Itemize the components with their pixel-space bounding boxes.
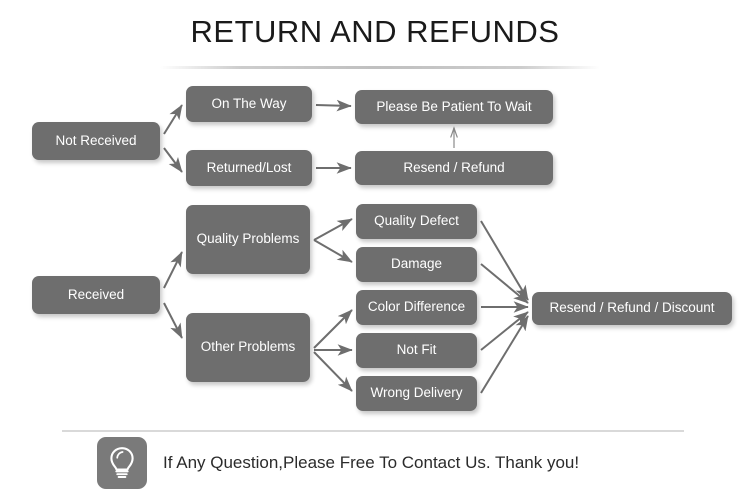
- edge-other-problems-to-color-difference: [313, 309, 353, 349]
- node-resend-refund[interactable]: Resend / Refund: [355, 151, 553, 185]
- edge-other-problems-to-wrong-delivery: [313, 351, 353, 392]
- edge-not-received-to-returned-lost: [163, 147, 183, 173]
- node-not-fit[interactable]: Not Fit: [356, 333, 477, 368]
- edge-quality-problems-to-quality-defect: [313, 218, 353, 241]
- edge-received-to-quality-problems: [163, 251, 183, 289]
- edge-damage-to-final: [480, 263, 529, 304]
- node-label: Please Be Patient To Wait: [376, 98, 532, 114]
- footer-message: If Any Question,Please Free To Contact U…: [163, 453, 580, 472]
- edge-quality-defect-to-final: [480, 220, 529, 301]
- edge-not-fit-to-final: [480, 311, 529, 351]
- node-label: Returned/Lost: [206, 159, 292, 175]
- footer-divider: [62, 430, 684, 432]
- node-label: Quality Problems: [196, 231, 300, 247]
- title-divider: [160, 66, 600, 69]
- node-label: Resend / Refund / Discount: [549, 300, 715, 316]
- node-resend-refund-discount[interactable]: Resend / Refund / Discount: [532, 292, 732, 325]
- lightbulb-icon: [97, 437, 147, 489]
- page-title: RETURN AND REFUNDS: [190, 14, 560, 49]
- edge-quality-problems-to-damage: [313, 239, 353, 263]
- edge-on-the-way-to-please-be-patient: [315, 99, 352, 112]
- node-quality-problems[interactable]: Quality Problems: [186, 205, 310, 274]
- node-label: Wrong Delivery: [370, 385, 463, 401]
- node-label: Received: [67, 286, 125, 302]
- node-wrong-delivery[interactable]: Wrong Delivery: [356, 376, 477, 411]
- node-color-difference[interactable]: Color Difference: [356, 290, 477, 325]
- edge-wrong-delivery-to-final: [480, 315, 529, 394]
- node-label: Not Fit: [396, 342, 437, 358]
- node-quality-defect[interactable]: Quality Defect: [356, 204, 477, 239]
- node-damage[interactable]: Damage: [356, 247, 477, 282]
- node-label: Resend / Refund: [403, 159, 505, 175]
- node-label: Not Received: [55, 132, 137, 148]
- edge-received-to-other-problems: [163, 302, 183, 339]
- edge-not-received-to-on-the-way: [163, 104, 183, 135]
- node-on-the-way[interactable]: On The Way: [186, 86, 312, 122]
- node-other-problems[interactable]: Other Problems: [186, 313, 310, 382]
- node-please-be-patient-to-wait[interactable]: Please Be Patient To Wait: [355, 90, 553, 124]
- node-label: Other Problems: [200, 339, 296, 355]
- node-received[interactable]: Received: [32, 276, 160, 314]
- node-label: On The Way: [211, 95, 287, 111]
- node-returned-lost[interactable]: Returned/Lost: [186, 150, 312, 186]
- node-label: Quality Defect: [374, 213, 459, 229]
- node-not-received[interactable]: Not Received: [32, 122, 160, 160]
- node-label: Damage: [390, 256, 443, 272]
- footer-contact-bar: If Any Question,Please Free To Contact U…: [97, 437, 697, 489]
- node-label: Color Difference: [367, 299, 466, 315]
